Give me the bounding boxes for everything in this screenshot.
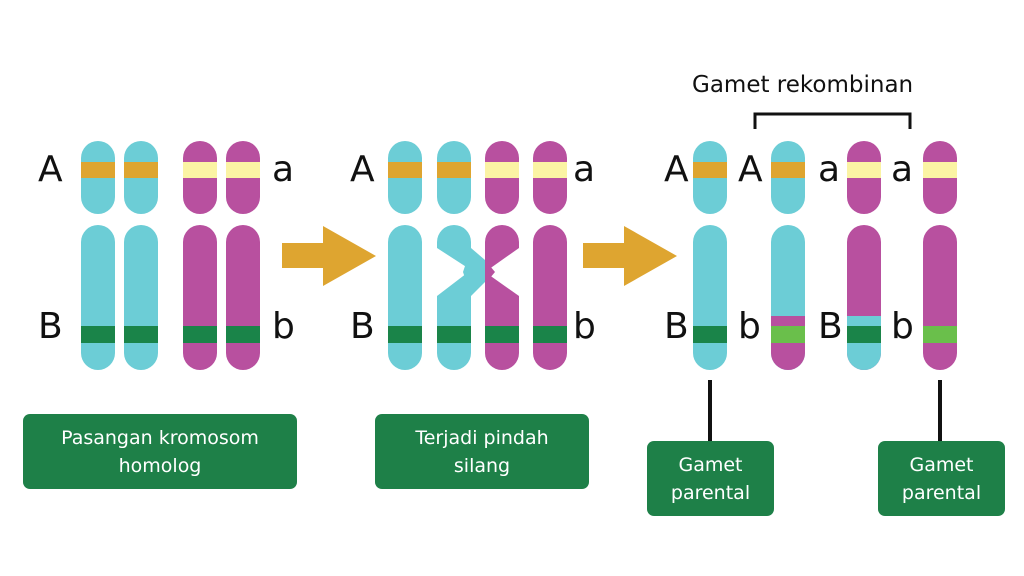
gamete-3-bottom-label: B [818, 306, 843, 347]
gamete-4-bottom-label: b [891, 306, 914, 347]
gamete-parental-AB [693, 141, 727, 370]
gamete-2-bottom-label: b [738, 306, 761, 347]
gamete-recombinant-Ab [771, 141, 805, 370]
chromatid-paternal [183, 141, 217, 370]
allele-label-a: a [573, 149, 596, 190]
chromatid-paternal-crossing [485, 141, 519, 370]
allele-label-B: B [38, 306, 63, 347]
gamete-2-top-label: A [738, 149, 763, 190]
allele-label-b: b [272, 306, 295, 347]
gamete-1-top-label: A [664, 149, 689, 190]
caption-parental-gamete-left: Gamet parental [647, 441, 774, 516]
gamete-recombinant-aB [847, 141, 881, 370]
arrow-right-icon [583, 226, 677, 286]
recombinant-bracket [753, 112, 912, 129]
caption-parental-gamete-right: Gamet parental [878, 441, 1005, 516]
caption-homologous-pair: Pasangan kromosom homolog [23, 414, 297, 489]
allele-label-b: b [573, 306, 596, 347]
gamete-4-top-label: a [891, 149, 914, 190]
chromatid-maternal [124, 141, 158, 370]
chromatid-paternal [226, 141, 260, 370]
allele-label-B: B [350, 306, 375, 347]
arrow-right-icon [282, 226, 376, 286]
gamete-3-top-label: a [818, 149, 841, 190]
chromatid-maternal-crossing [437, 141, 485, 370]
allele-label-a: a [272, 149, 295, 190]
chromatid-maternal [388, 141, 422, 370]
recombinant-gamete-title: Gamet rekombinan [692, 72, 914, 98]
caption-crossing-over: Terjadi pindah silang [375, 414, 589, 489]
chromatid-paternal [533, 141, 567, 370]
allele-label-A: A [350, 149, 375, 190]
gamete-1-bottom-label: B [664, 306, 689, 347]
gamete-parental-ab [923, 141, 957, 370]
chromatid-maternal [81, 141, 115, 370]
allele-label-A: A [38, 149, 63, 190]
